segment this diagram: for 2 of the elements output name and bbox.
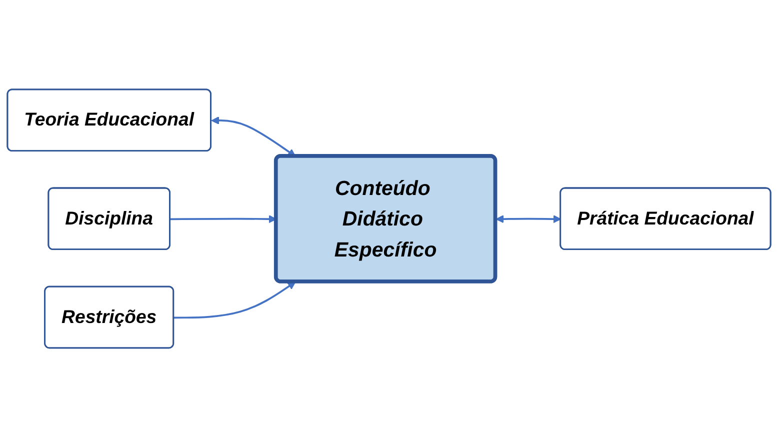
arrow bbox=[174, 282, 296, 319]
arrow bbox=[496, 215, 562, 224]
